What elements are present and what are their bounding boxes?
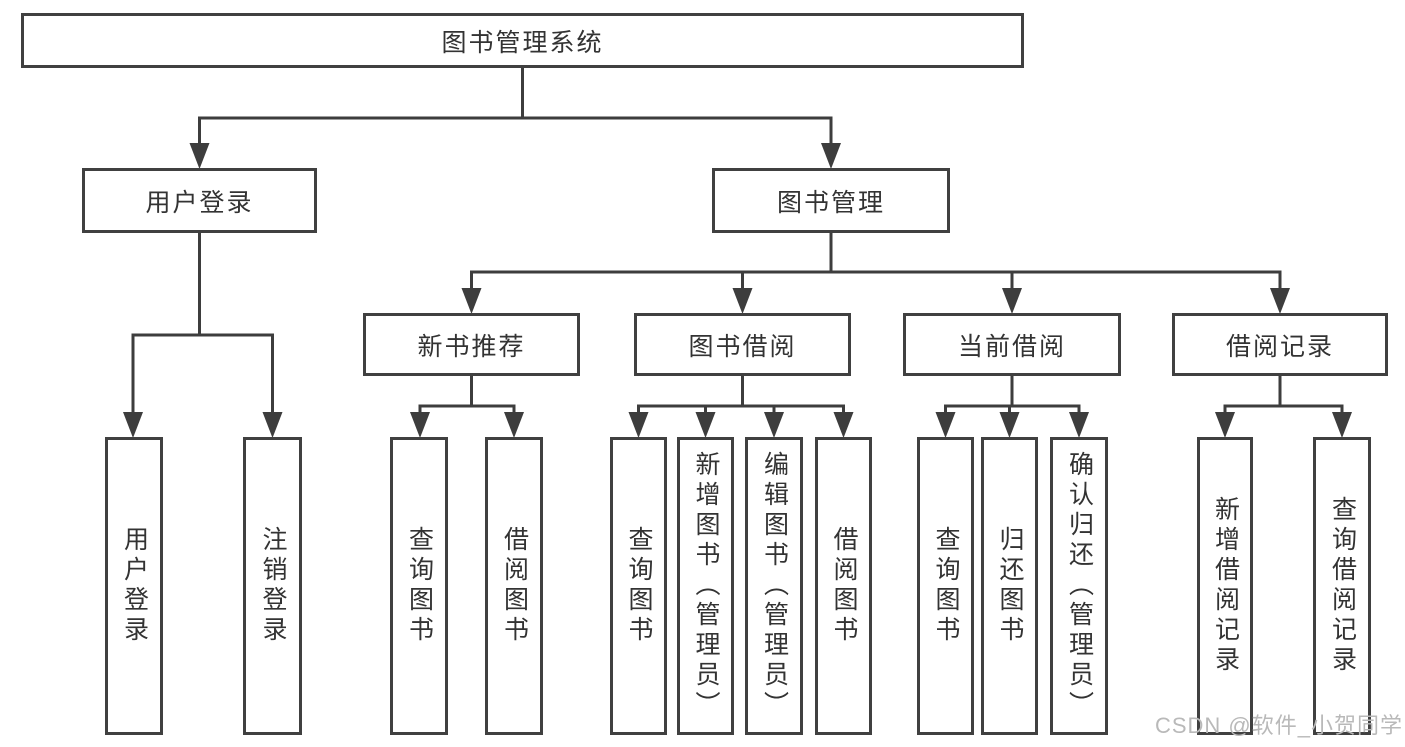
leaf-add-book-admin-label: 新增图书（管理员） <box>692 451 720 721</box>
leaf-query-books-3-label: 查询图书 <box>932 526 960 646</box>
leaf-query-borrow-record-label: 查询借阅记录 <box>1328 496 1357 676</box>
leaf-add-borrow-record-label: 新增借阅记录 <box>1211 496 1240 676</box>
leaf-edit-book-admin: 编辑图书（管理员） <box>745 437 803 735</box>
node-user-login: 用户登录 <box>82 168 317 233</box>
node-book-borrow-label: 图书借阅 <box>688 332 797 361</box>
watermark: CSDN @软件_小贺同学 <box>1154 713 1403 738</box>
node-current-borrow-label: 当前借阅 <box>957 332 1066 361</box>
leaf-borrow-books-2-label: 借阅图书 <box>830 526 858 646</box>
node-borrow-records-label: 借阅记录 <box>1225 332 1334 361</box>
node-book-management: 图书管理 <box>712 168 950 233</box>
leaf-return-books-label: 归还图书 <box>996 526 1024 646</box>
leaf-add-borrow-record: 新增借阅记录 <box>1197 437 1253 735</box>
leaf-query-books-2: 查询图书 <box>610 437 667 735</box>
leaf-add-book-admin: 新增图书（管理员） <box>677 437 734 735</box>
leaf-query-books-1-label: 查询图书 <box>405 526 434 646</box>
node-new-book-recommend: 新书推荐 <box>363 313 580 376</box>
leaf-user-login: 用户登录 <box>105 437 163 735</box>
node-new-book-recommend-label: 新书推荐 <box>417 332 526 361</box>
node-user-login-label: 用户登录 <box>145 188 254 217</box>
node-book-borrow: 图书借阅 <box>634 313 851 376</box>
leaf-edit-book-admin-label: 编辑图书（管理员） <box>760 451 789 721</box>
leaf-query-books-3: 查询图书 <box>917 437 974 735</box>
leaf-return-books: 归还图书 <box>981 437 1038 735</box>
node-book-management-label: 图书管理 <box>776 188 885 217</box>
node-root-label: 图书管理系统 <box>441 28 604 57</box>
leaf-query-borrow-record: 查询借阅记录 <box>1313 437 1371 735</box>
node-borrow-records: 借阅记录 <box>1172 313 1388 376</box>
leaf-logout-label: 注销登录 <box>259 526 287 646</box>
leaf-query-books-1: 查询图书 <box>390 437 448 735</box>
leaf-confirm-return-admin-label: 确认归还（管理员） <box>1065 451 1094 721</box>
node-current-borrow: 当前借阅 <box>903 313 1121 376</box>
leaf-borrow-books-2: 借阅图书 <box>815 437 872 735</box>
node-root: 图书管理系统 <box>21 13 1024 68</box>
leaf-confirm-return-admin: 确认归还（管理员） <box>1050 437 1108 735</box>
leaf-query-books-2-label: 查询图书 <box>625 526 653 646</box>
leaf-borrow-books-1: 借阅图书 <box>485 437 543 735</box>
leaf-borrow-books-1-label: 借阅图书 <box>500 526 529 646</box>
leaf-user-login-label: 用户登录 <box>120 526 149 646</box>
leaf-logout: 注销登录 <box>243 437 302 735</box>
